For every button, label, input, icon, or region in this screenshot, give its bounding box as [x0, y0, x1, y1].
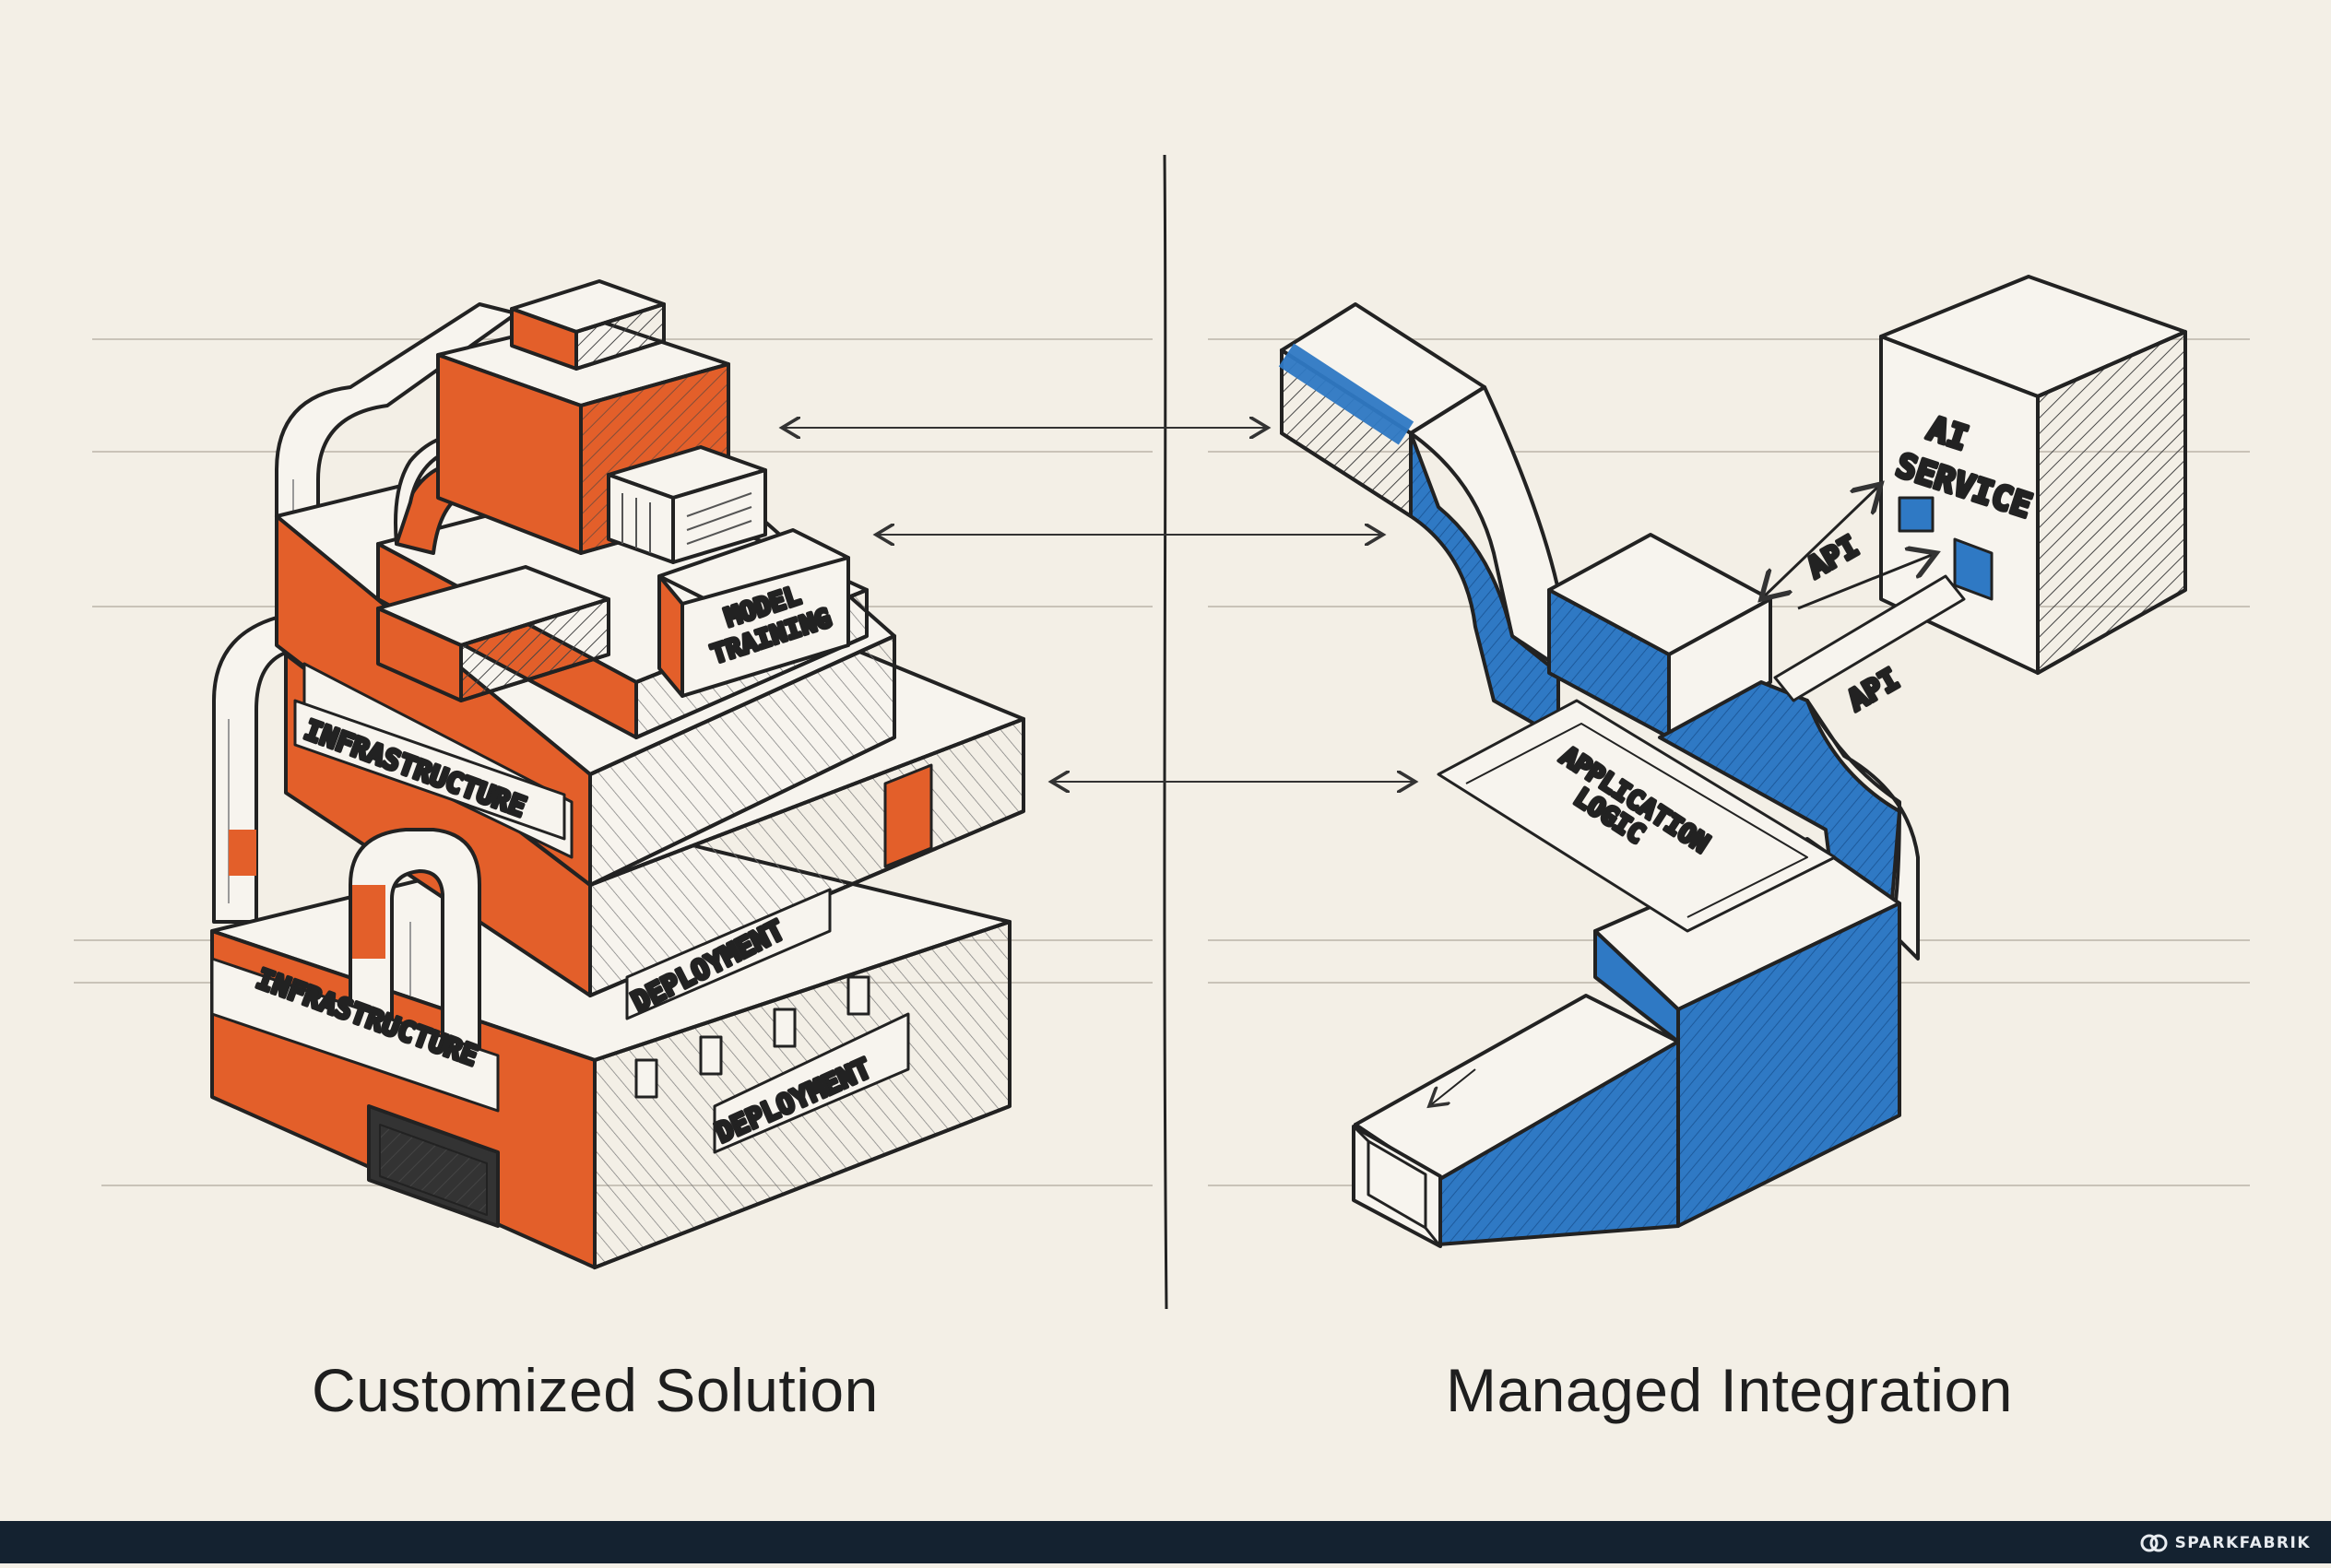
label-api-top: API	[1801, 528, 1864, 585]
footer-bar: SPARKFABRIK	[0, 1521, 2331, 1563]
application-logic-panel: APPLICATION LOGIC	[1437, 699, 1837, 933]
model-training-box	[657, 528, 850, 698]
front-pipe	[349, 828, 481, 1062]
sparkfabrik-logo-icon	[2140, 1534, 2168, 1552]
caption-managed-integration: Managed Integration	[1446, 1356, 2013, 1424]
center-divider	[1163, 154, 1168, 1310]
top-duct	[1278, 302, 1569, 739]
connector-cube	[1547, 533, 1772, 739]
caption-customized-solution: Customized Solution	[312, 1356, 879, 1424]
lower-duct	[1352, 680, 1920, 1248]
left-orange-block	[376, 565, 610, 702]
label-api-bottom: API	[1841, 661, 1905, 718]
managed-integration: APPLICATION LOGIC AI SERVICE API API	[1278, 275, 2187, 1248]
dimension-arrows	[782, 428, 1415, 782]
customized-stack: INFRASTRUCTURE INFRASTRUCTURE DEPLOYMENT…	[210, 279, 1025, 1269]
brand-logo: SPARKFABRIK	[2140, 1532, 2311, 1554]
crate	[607, 445, 767, 564]
ai-service-cube: AI SERVICE	[1879, 275, 2187, 675]
brand-name: SPARKFABRIK	[2174, 1534, 2311, 1552]
